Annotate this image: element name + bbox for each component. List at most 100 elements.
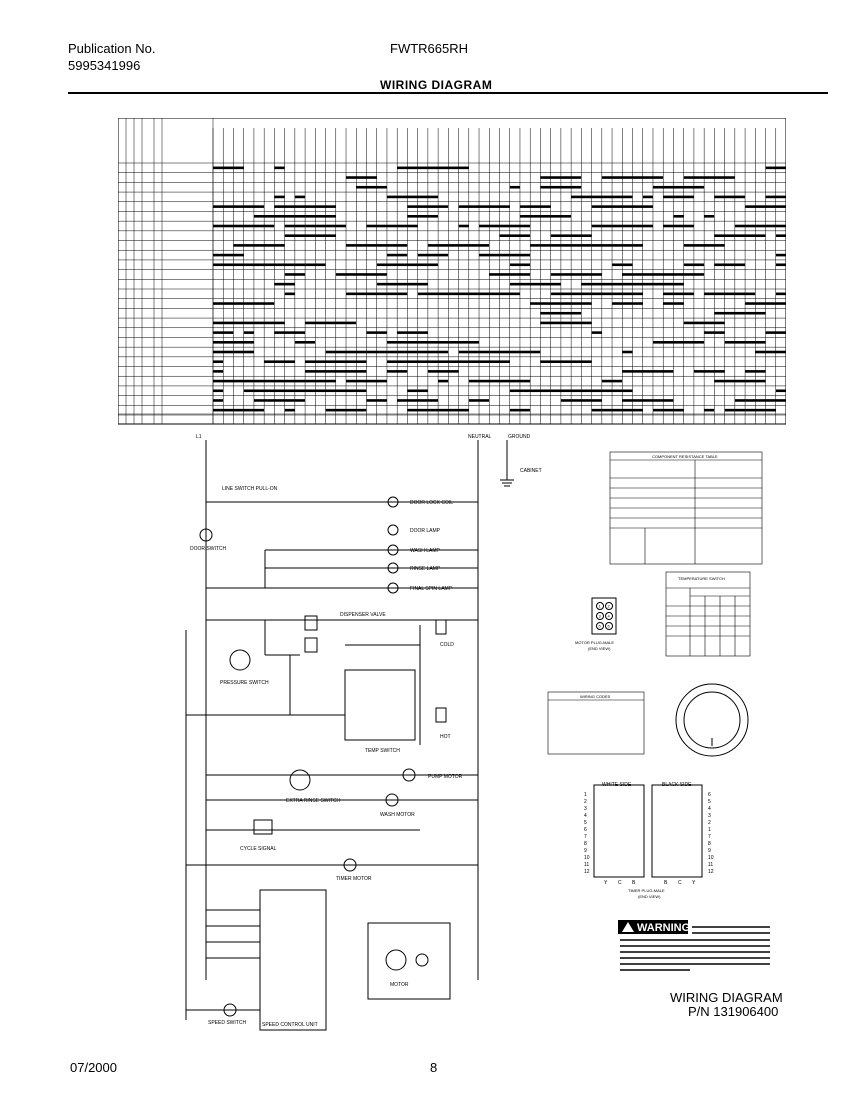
timer-contact-bar <box>417 253 449 257</box>
timer-contact-bar <box>213 341 254 344</box>
publication-number: 5995341996 <box>68 58 141 73</box>
timer-contact-bar <box>284 292 295 296</box>
timer-contact-bar <box>540 321 592 325</box>
footer-date: 07/2000 <box>70 1060 117 1075</box>
timer-contact-bar <box>294 195 306 199</box>
timer-contact-bar <box>550 273 602 276</box>
timer-contact-bar <box>213 166 244 170</box>
timer-contact-bar <box>683 244 725 247</box>
timer-contact-bar <box>274 379 326 383</box>
header-rule <box>68 92 828 94</box>
timer-pin-number-left: 11 <box>584 862 589 868</box>
timer-contact-bar <box>560 399 602 402</box>
timer-contact-bar <box>458 166 469 170</box>
final-spin-lamp-label: FINAL SPIN LAMP <box>410 586 453 592</box>
timer-contact-bar <box>479 224 531 228</box>
timer-contact-bar <box>407 350 449 354</box>
timer-contact-bar <box>386 360 439 363</box>
component-table-title: COMPONENT RESISTANCE TABLE <box>652 454 718 459</box>
black-side-label: BLACK SIDE <box>662 782 692 788</box>
timer-contact-bar <box>407 408 469 412</box>
timer-pin-number-left: 5 <box>584 820 587 826</box>
component-resistance-table <box>609 451 763 565</box>
wash-motor-label: WASH MOTOR <box>380 812 415 818</box>
timer-contact-bar <box>581 282 633 286</box>
timer-contact-bar <box>683 321 725 325</box>
timer-pin-number-right: 7 <box>708 834 711 840</box>
timer-contact-bar <box>274 166 285 170</box>
timer-contact-bar <box>284 408 295 412</box>
timer-contact-bar <box>366 331 387 334</box>
cold-valve-label: COLD <box>440 642 454 648</box>
timer-contact-bar <box>407 389 428 393</box>
timer-contact-bar <box>346 176 377 179</box>
motor-plug-pin-number: 4 <box>608 614 611 619</box>
timer-contact-bar <box>386 370 408 373</box>
timer-contact-bar <box>213 263 265 267</box>
timer-pin-number-right: 10 <box>708 855 714 861</box>
timer-contact-bar <box>489 350 541 354</box>
timer-contact-bar <box>366 224 418 228</box>
timer-plug <box>593 784 703 878</box>
timer-plug-label: TIMER PLUG-MALE <box>628 888 665 893</box>
timer-contact-bar <box>591 331 602 334</box>
timer-contact-bar <box>591 244 643 247</box>
timer-contact-bar <box>335 273 347 276</box>
timer-contact-bar <box>704 331 725 334</box>
timer-pin-number-left: 9 <box>584 848 587 854</box>
timer-contact-bar <box>673 215 684 218</box>
timer-contact-bar <box>479 253 531 257</box>
timer-contact-bar <box>407 205 449 208</box>
timer-contact-bar <box>346 244 408 247</box>
timer-pin-number-right: 9 <box>708 848 711 854</box>
timer-contact-bar <box>253 215 275 218</box>
timer-pin-number-right: 5 <box>708 799 711 805</box>
rinse-lamp-label: RINSE LAMP <box>410 566 441 572</box>
timer-contact-bar <box>376 282 428 286</box>
timer-contact-bar <box>213 253 244 257</box>
timer-contact-bar <box>683 273 705 276</box>
timer-contact-bar <box>519 215 572 218</box>
timer-contact-bar <box>325 379 336 383</box>
timer-pin-number-right: 4 <box>708 806 711 812</box>
timer-contact-bar <box>305 370 367 373</box>
timer-contact-bar <box>458 205 510 208</box>
timer-contact-bar <box>438 360 480 363</box>
timer-contact-bar <box>264 263 326 267</box>
timer-contact-bar <box>765 195 786 199</box>
timer-contact-bar <box>765 399 786 402</box>
timer-contact-bar <box>264 302 275 305</box>
timer-contact-bar <box>530 302 592 305</box>
timer-contact-bar <box>591 408 643 412</box>
timer-contact-bar <box>458 292 520 296</box>
timer-contact-bar <box>775 166 786 170</box>
door-lock-coil-label: DOOR LOCK COIL <box>410 500 453 506</box>
timer-contact-bar <box>213 399 224 402</box>
timer-contact-bar <box>704 292 756 296</box>
timer-contact-bar <box>714 195 746 199</box>
timer-sequence-chart <box>118 118 786 425</box>
timer-contact-bar <box>540 185 582 189</box>
l1-label: L1 <box>196 434 202 440</box>
motor-plug-sub: (END VIEW) <box>588 646 611 651</box>
timer-contact-bar <box>540 360 592 363</box>
timer-pin-number-right: 12 <box>708 869 714 875</box>
timer-contact-bar <box>458 224 469 228</box>
timer-contact-bar <box>745 205 786 208</box>
timer-contact-bar <box>274 282 295 286</box>
timer-contact-bar <box>274 205 336 208</box>
timer-contact-bar <box>468 244 490 247</box>
part-number: P/N 131906400 <box>688 1004 779 1019</box>
timer-contact-bar <box>397 331 428 334</box>
pump-motor-label: PUMP MOTOR <box>428 774 463 780</box>
timer-contact-bar <box>755 341 766 344</box>
dispenser-valve-label: DISPENSER VALVE <box>340 612 386 618</box>
wash-lamp-label: WASH LAMP <box>410 548 440 554</box>
timer-contact-bar <box>356 185 387 189</box>
timer-contact-bar <box>427 370 459 373</box>
timer-pin-number-left: 2 <box>584 799 587 805</box>
timer-contact-bar <box>274 215 336 218</box>
line-switch-label: LINE SWITCH PULL-ON <box>222 486 278 492</box>
motor-plug-pin <box>605 602 613 610</box>
